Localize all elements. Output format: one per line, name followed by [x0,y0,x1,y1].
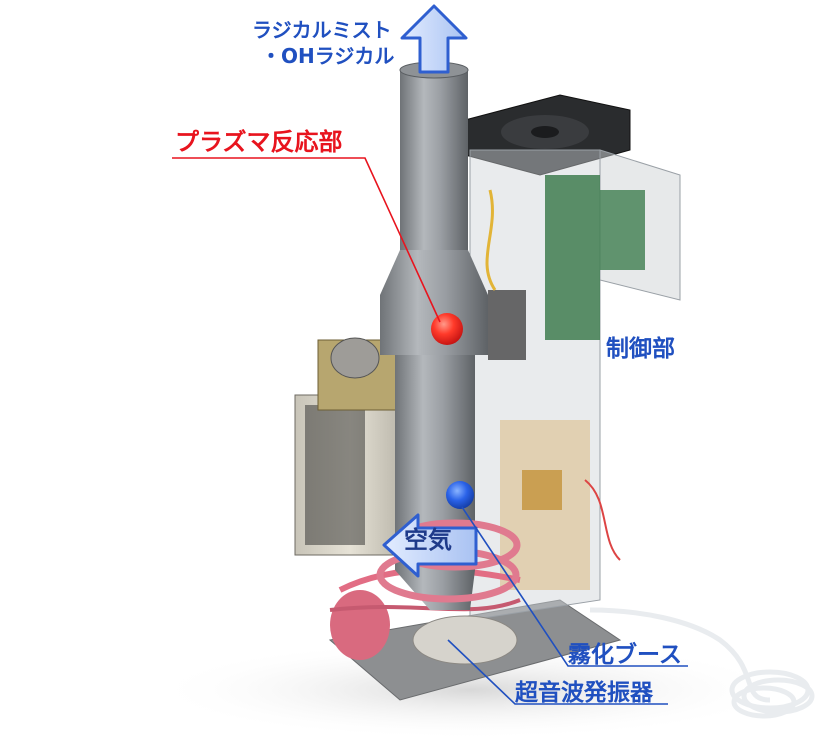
label-plasma-reactor: プラズマ反応部 [175,128,343,156]
outflow-arrow-icon [400,4,468,74]
control-case [469,149,681,621]
wiring-bundle [329,567,521,665]
label-atomization-booth: 霧化ブース [568,642,682,668]
leader-booth [461,506,688,667]
air-inlet-indicator-blue [446,481,474,509]
label-air: 空気 [404,526,452,554]
plasma-indicator-red [431,313,463,345]
air-inflow-arrow-icon [382,513,478,578]
label-control-unit: 制御部 [606,336,675,362]
power-cable [589,607,815,719]
label-oh-radical: ・OHラジカル [261,44,395,68]
leader-lines [172,157,688,705]
floor-shadow [150,640,790,740]
label-radical-mist: ラジカルミスト [252,18,392,42]
label-ultrasonic-oscillator: 超音波発振器 [515,680,653,706]
leader-oscillator [447,639,668,705]
leader-plasma [172,157,441,323]
